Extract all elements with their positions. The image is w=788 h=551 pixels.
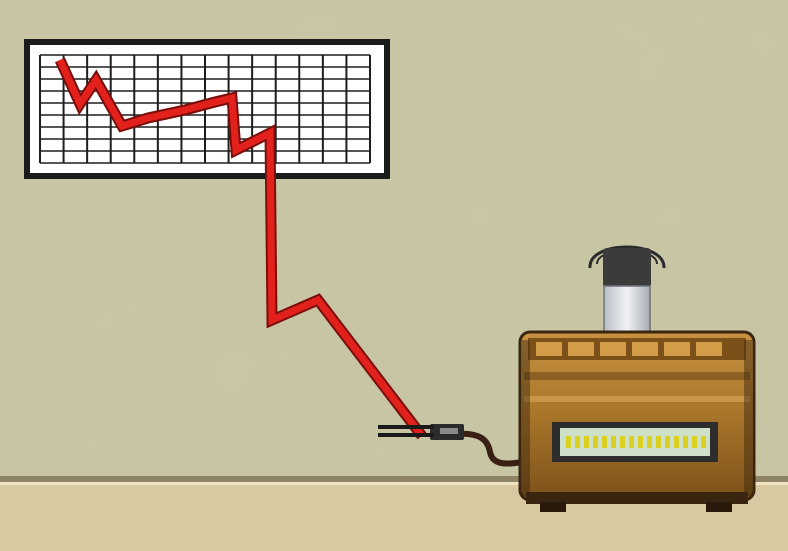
grille-slat — [664, 342, 690, 356]
dial-mark — [647, 436, 652, 448]
dial-mark — [629, 436, 634, 448]
dial-mark — [584, 436, 589, 448]
radio-foot-right — [706, 502, 732, 512]
wood-band — [524, 396, 750, 402]
dial-mark — [602, 436, 607, 448]
dial-mark — [674, 436, 679, 448]
vent-swirl — [588, 245, 666, 269]
top-grille — [528, 338, 746, 360]
radio-foot-left — [540, 502, 566, 512]
dial-mark — [683, 436, 688, 448]
dial-mark — [575, 436, 580, 448]
radio-base — [526, 492, 748, 504]
dial-mark — [611, 436, 616, 448]
dial-mark — [665, 436, 670, 448]
grille-slat — [536, 342, 562, 356]
baseboard-highlight — [0, 482, 788, 485]
dial-mark — [656, 436, 661, 448]
dial-mark — [566, 436, 571, 448]
vent-pipe-body — [603, 285, 651, 335]
grille-slat — [600, 342, 626, 356]
trend-line — [56, 58, 425, 439]
vent-cap — [603, 248, 651, 288]
cable — [452, 430, 525, 467]
wood-band — [524, 372, 750, 380]
dial-mark — [620, 436, 625, 448]
vintage-radio — [518, 245, 756, 512]
grille-slat — [568, 342, 594, 356]
cabinet-edge-right — [744, 340, 752, 496]
plug-prong-top — [378, 425, 434, 429]
dial-marks — [566, 436, 706, 448]
dial-mark — [692, 436, 697, 448]
chart-grid — [39, 54, 371, 164]
grille-slat — [632, 342, 658, 356]
plug-grip — [440, 428, 458, 434]
power-cable — [378, 424, 525, 467]
grille-slat — [696, 342, 722, 356]
cabinet-edge-left — [522, 340, 530, 496]
baseboard-line — [0, 476, 788, 482]
dial-mark — [638, 436, 643, 448]
plug-prong-bottom — [378, 433, 434, 437]
trend-line-group — [54, 57, 427, 440]
dial-mark — [701, 436, 706, 448]
vent-pipe — [588, 245, 666, 335]
dial-mark — [593, 436, 598, 448]
